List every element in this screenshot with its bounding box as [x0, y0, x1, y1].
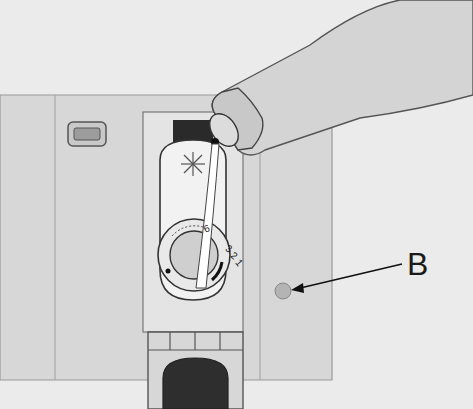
- release-button: [74, 128, 100, 140]
- grille-opening: [163, 358, 228, 409]
- panel-groove: [54, 95, 55, 380]
- spray-grille: [148, 332, 243, 409]
- indicator-dot: [275, 283, 291, 299]
- callout-letter: B: [407, 248, 428, 280]
- dial-marker: [166, 269, 171, 274]
- filler-lid: [173, 120, 213, 142]
- dosage-dial: [158, 219, 230, 291]
- bottle-spout: [204, 108, 244, 151]
- spray-grille: [148, 332, 243, 350]
- release-button: [68, 122, 106, 146]
- indicator-star: [181, 152, 205, 176]
- rinse-aid-stream: [196, 144, 219, 288]
- leader-arrowhead: [291, 283, 304, 293]
- dial-scale: [212, 262, 222, 280]
- leader-line: [296, 264, 402, 289]
- rinse-aid-bottle: [212, 0, 473, 155]
